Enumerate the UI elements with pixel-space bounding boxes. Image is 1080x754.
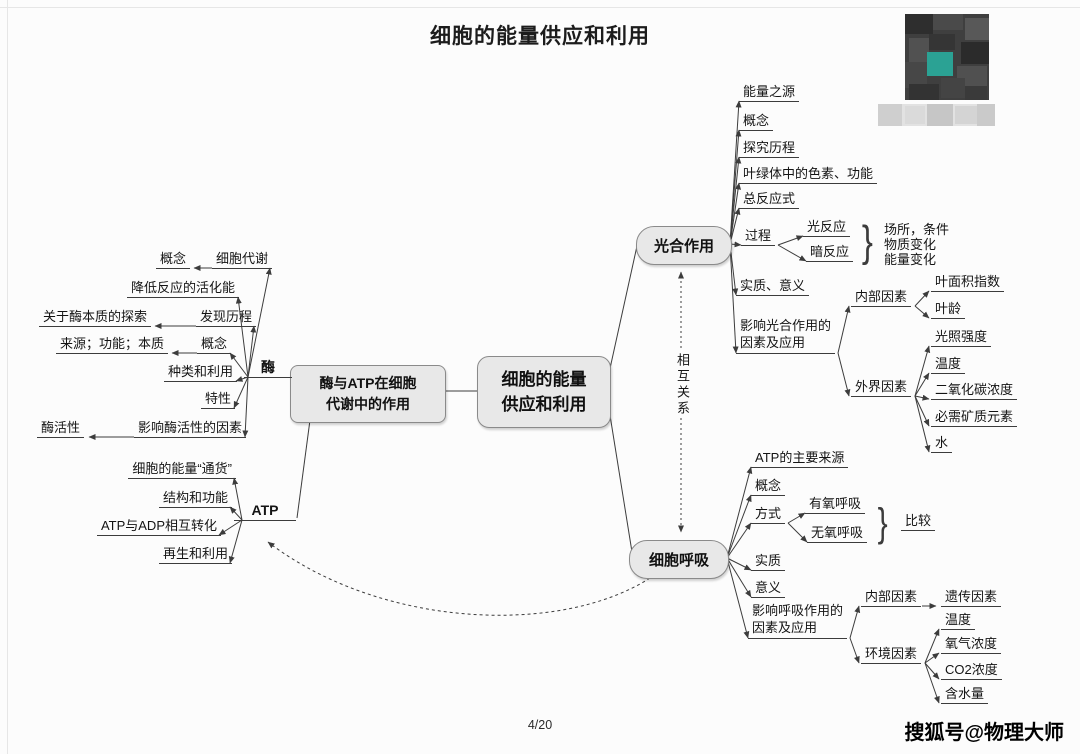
node-photo-external-factors: 外界因素 bbox=[851, 379, 912, 397]
central-topic-node: 细胞的能量 供应和利用 bbox=[477, 356, 611, 428]
node-energy-currency: 细胞的能量“通货” bbox=[128, 461, 236, 479]
node-resp-internal-factors: 内部因素 bbox=[861, 589, 922, 607]
node-source-function-essence: 来源；功能；本质 bbox=[55, 336, 168, 354]
node-atp-structure-function: 结构和功能 bbox=[158, 490, 232, 508]
node-resp-essence: 实质 bbox=[751, 553, 786, 571]
node-enzyme-types: 种类和利用 bbox=[163, 364, 237, 382]
node-resp-modes: 方式 bbox=[751, 506, 786, 524]
node-light-intensity: 光照强度 bbox=[931, 329, 992, 347]
node-energy-source: 能量之源 bbox=[739, 84, 800, 102]
node-resp-concept: 概念 bbox=[751, 478, 786, 496]
photosynthesis-topic-node: 光合作用 bbox=[636, 226, 732, 265]
node-leaf-area-index: 叶面积指数 bbox=[931, 274, 1005, 292]
node-light-reaction: 光反应 bbox=[803, 219, 851, 237]
logo-image bbox=[878, 14, 995, 126]
node-photo-factors: 影响光合作用的 因素及应用 bbox=[736, 317, 836, 354]
node-genetic-factors: 遗传因素 bbox=[941, 589, 1002, 607]
node-enzyme-concept: 概念 bbox=[196, 336, 231, 354]
enzyme-atp-topic-node: 酶与ATP在细胞 代谢中的作用 bbox=[290, 365, 446, 423]
node-lower-activation-energy: 降低反应的活化能 bbox=[126, 280, 239, 298]
node-leaf-age: 叶龄 bbox=[931, 301, 966, 319]
node-metabolism-concept: 概念 bbox=[155, 251, 190, 269]
node-photo-internal-factors: 内部因素 bbox=[851, 289, 912, 307]
atp-branch-label: ATP bbox=[234, 501, 296, 521]
node-resp-meaning: 意义 bbox=[751, 580, 786, 598]
enzyme-atp-line2: 代谢中的作用 bbox=[326, 396, 410, 412]
node-compare: 比较 bbox=[901, 513, 936, 531]
enzyme-branch-label: 酶 bbox=[244, 358, 292, 378]
resp-factors-line1: 影响呼吸作用的 bbox=[752, 603, 844, 618]
node-atp-main-source: ATP的主要来源 bbox=[751, 450, 849, 468]
node-chloroplast-pigments: 叶绿体中的色素、功能 bbox=[739, 166, 878, 184]
page-edge-left bbox=[7, 0, 8, 754]
node-resp-co2-concentration: CO2浓度 bbox=[941, 662, 1002, 680]
aspect-energy-change: 能量变化 bbox=[884, 252, 937, 267]
node-atp-adp-conversion: ATP与ADP相互转化 bbox=[96, 518, 221, 536]
node-essential-minerals: 必需矿质元素 bbox=[931, 409, 1018, 427]
brace-photo-process: } bbox=[861, 217, 873, 266]
node-aerobic-respiration: 有氧呼吸 bbox=[805, 496, 866, 514]
photo-factors-line2: 因素及应用 bbox=[740, 335, 806, 350]
node-photo-concept: 概念 bbox=[739, 113, 774, 131]
brace-resp-modes: } bbox=[877, 501, 888, 545]
node-water: 水 bbox=[931, 435, 953, 453]
aspect-material-change: 物质变化 bbox=[884, 237, 937, 252]
node-photo-history: 探究历程 bbox=[739, 140, 800, 158]
central-topic-line2: 供应和利用 bbox=[501, 395, 587, 414]
photo-process-aspects: 场所，条件 物质变化 能量变化 bbox=[884, 222, 949, 267]
photosynthesis-label: 光合作用 bbox=[653, 238, 714, 255]
node-essence-exploration: 关于酶本质的探索 bbox=[38, 309, 151, 327]
node-photo-process: 过程 bbox=[741, 228, 776, 246]
node-water-content: 含水量 bbox=[941, 686, 989, 704]
watermark: 搜狐号@物理大师 bbox=[904, 722, 1064, 744]
page-edge-top bbox=[0, 7, 1080, 8]
node-overall-equation: 总反应式 bbox=[739, 191, 800, 209]
node-environment-factors: 环境因素 bbox=[861, 646, 922, 664]
node-dark-reaction: 暗反应 bbox=[806, 244, 854, 262]
node-photo-essence: 实质、意义 bbox=[736, 278, 810, 296]
node-enzyme-activity: 酶活性 bbox=[36, 420, 84, 438]
node-anaerobic-respiration: 无氧呼吸 bbox=[807, 525, 868, 543]
node-atp-regeneration: 再生和利用 bbox=[158, 546, 232, 564]
aspect-site-condition: 场所，条件 bbox=[884, 222, 950, 237]
node-co2-concentration: 二氧化碳浓度 bbox=[931, 382, 1018, 400]
node-resp-temperature: 温度 bbox=[941, 612, 976, 630]
respiration-to-atp-curve bbox=[267, 541, 651, 616]
node-enzyme-traits: 特性 bbox=[200, 391, 235, 409]
respiration-label: 细胞呼吸 bbox=[648, 552, 709, 569]
page-title: 细胞的能量供应和利用 bbox=[430, 25, 650, 48]
node-oxygen-concentration: 氧气浓度 bbox=[941, 636, 1002, 654]
node-activity-factors: 影响酶活性的因素 bbox=[133, 420, 246, 438]
node-discovery-history: 发现历程 bbox=[195, 309, 256, 327]
mutual-relation-label: 相互关系 bbox=[673, 352, 692, 418]
respiration-topic-node: 细胞呼吸 bbox=[629, 540, 729, 579]
enzyme-atp-line1: 酶与ATP在细胞 bbox=[319, 375, 417, 391]
photo-factors-line1: 影响光合作用的 bbox=[740, 318, 832, 333]
central-topic-line1: 细胞的能量 bbox=[501, 370, 587, 389]
page-number: 4/20 bbox=[527, 718, 553, 732]
node-resp-factors: 影响呼吸作用的 因素及应用 bbox=[748, 602, 848, 639]
resp-factors-line2: 因素及应用 bbox=[752, 620, 818, 635]
node-photo-temperature: 温度 bbox=[931, 356, 966, 374]
node-cell-metabolism: 细胞代谢 bbox=[211, 251, 272, 269]
